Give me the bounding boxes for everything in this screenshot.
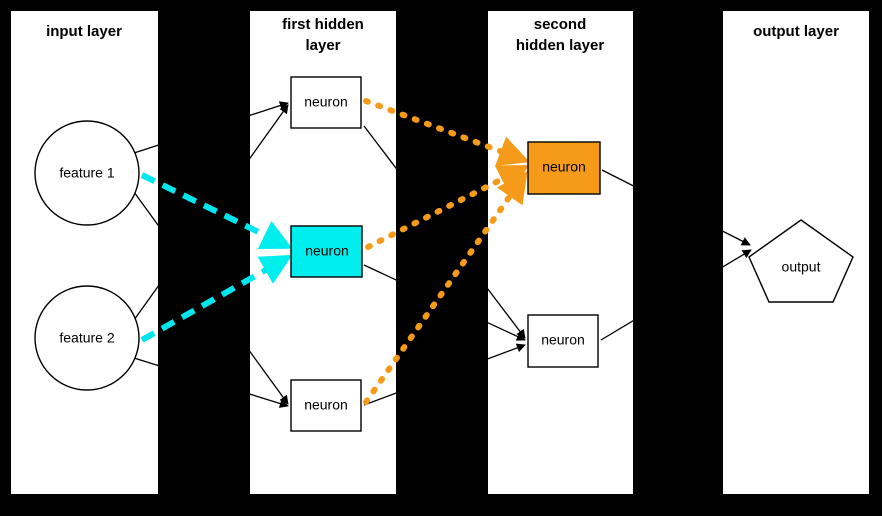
- feature-1-circle[interactable]: [34, 120, 140, 226]
- feature-1-label: feature 1: [59, 165, 114, 181]
- h1-neuron-1-label: neuron: [304, 94, 348, 110]
- feature-2-circle[interactable]: [34, 285, 140, 391]
- edge-feature1-to-h1-neuron2-cyan: [140, 172, 293, 250]
- layer-titles: input layer first hidden layer second hi…: [46, 16, 839, 54]
- output-label: output: [782, 259, 821, 275]
- node-h2-neuron-2[interactable]: neuron: [527, 314, 599, 368]
- feature-2-label: feature 2: [59, 330, 114, 346]
- h2-neuron-1-box-highlighted[interactable]: [527, 141, 601, 195]
- node-h1-neuron-2[interactable]: neuron: [290, 225, 363, 278]
- layer-title-first-hidden-line2: layer: [305, 37, 340, 54]
- output-pentagon[interactable]: [748, 219, 854, 303]
- edge-h2-neuron2-to-output: [600, 249, 752, 341]
- h1-neuron-3-label: neuron: [304, 397, 348, 413]
- edges-hidden2-to-output: [600, 169, 752, 341]
- layer-title-first-hidden-line1: first hidden: [282, 16, 364, 33]
- edges-hidden1-to-orange-neuron: [363, 98, 530, 405]
- node-h2-neuron-1[interactable]: neuron: [527, 141, 601, 195]
- h2-neuron-2-label: neuron: [541, 332, 585, 348]
- layer-title-second-hidden-line1: second: [534, 16, 587, 33]
- layer-title-output: output layer: [753, 23, 839, 40]
- edges-hidden1-to-hidden2-lower: [363, 125, 526, 406]
- edge-feature2-to-h1-neuron2-cyan: [140, 254, 293, 343]
- edge-h2-neuron1-to-output: [601, 169, 751, 246]
- edge-h1-neuron1-to-h2-neuron2: [363, 125, 526, 339]
- edge-h1-neuron1-to-h2-neuron1-orange: [363, 98, 530, 166]
- node-output[interactable]: output: [748, 219, 854, 303]
- node-feature-1[interactable]: feature 1: [34, 120, 140, 226]
- h2-neuron-1-label: neuron: [542, 159, 586, 175]
- edge-h1-neuron2-to-h2-neuron2: [363, 264, 526, 341]
- h1-neuron-2-label: neuron: [305, 243, 349, 259]
- edge-h1-neuron3-to-h2-neuron2: [363, 343, 526, 406]
- layer-title-input: input layer: [46, 23, 122, 40]
- h1-neuron-3-box[interactable]: [290, 379, 362, 432]
- edge-feature2-to-h1-neuron1: [133, 104, 289, 321]
- node-h1-neuron-1[interactable]: neuron: [290, 76, 362, 129]
- panel-input-layer: [11, 11, 158, 494]
- panel-second-hidden-layer: [488, 11, 633, 494]
- edge-feature2-to-h1-neuron3: [133, 357, 289, 408]
- node-h1-neuron-3[interactable]: neuron: [290, 379, 362, 432]
- node-feature-2[interactable]: feature 2: [34, 285, 140, 391]
- h1-neuron-1-box[interactable]: [290, 76, 362, 129]
- edges-input-to-cyan-neuron: [140, 172, 293, 343]
- h1-neuron-2-box-highlighted[interactable]: [290, 225, 363, 278]
- h2-neuron-2-box[interactable]: [527, 314, 599, 368]
- layer-panels: [11, 11, 869, 494]
- edge-feature1-to-h1-neuron1: [133, 101, 289, 154]
- layer-title-second-hidden-line2: hidden layer: [516, 37, 605, 54]
